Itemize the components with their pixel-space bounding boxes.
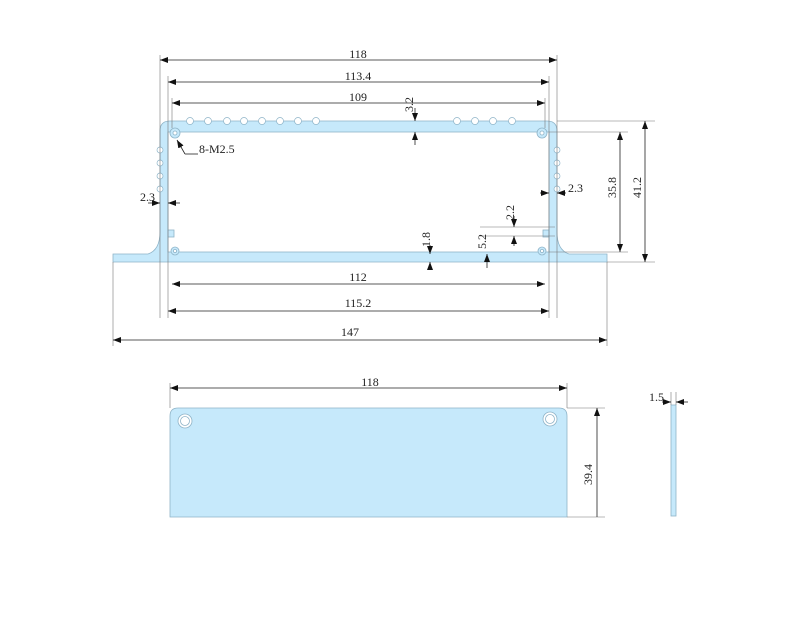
cooling-groove bbox=[489, 117, 497, 125]
dim-inner-height: 35.8 bbox=[605, 177, 619, 198]
dim-bottom-thickness: 1.8 bbox=[419, 232, 433, 247]
dimension-lines bbox=[113, 57, 648, 343]
end-plate: 118 39.4 bbox=[169, 375, 605, 518]
dim-wall-right: 2.3 bbox=[568, 181, 583, 195]
dim-plate-thickness: 1.5 bbox=[649, 390, 664, 404]
dim-plate-height: 39.4 bbox=[581, 464, 595, 485]
cooling-groove bbox=[294, 117, 302, 125]
dim-wall-left: 2.3 bbox=[140, 190, 155, 204]
cooling-groove bbox=[453, 117, 461, 125]
dim-flange-width: 147 bbox=[341, 325, 359, 339]
dim-top-thickness: 3.2 bbox=[402, 97, 416, 112]
dim-bottom-outer-width: 115.2 bbox=[345, 296, 372, 310]
dim-slot-width: 2.2 bbox=[503, 205, 517, 220]
cooling-groove bbox=[312, 117, 320, 125]
thread-note: 8-M2.5 bbox=[199, 142, 235, 156]
cooling-groove bbox=[258, 117, 266, 125]
dim-overall-height: 41.2 bbox=[630, 177, 644, 198]
enclosure-profile bbox=[112, 117, 608, 263]
cooling-groove bbox=[240, 117, 248, 125]
dim-bottom-inner-width: 112 bbox=[349, 270, 367, 284]
cooling-groove bbox=[508, 117, 516, 125]
cooling-groove bbox=[186, 117, 194, 125]
dim-overall-width: 118 bbox=[349, 47, 367, 61]
dim-slot-height: 5.2 bbox=[475, 234, 489, 249]
dim-outer-width: 113.4 bbox=[345, 69, 372, 83]
cooling-groove bbox=[276, 117, 284, 125]
cooling-groove bbox=[223, 117, 231, 125]
extension-lines bbox=[112, 55, 655, 346]
dim-inner-top-width: 109 bbox=[349, 90, 367, 104]
cooling-groove bbox=[471, 117, 479, 125]
cooling-groove bbox=[204, 117, 212, 125]
dim-plate-width: 118 bbox=[361, 375, 379, 389]
profile-dimension-labels: 118 113.4 109 3.2 8-M2.5 2.3 2.3 35.8 41… bbox=[140, 47, 644, 339]
end-plate-side-view: 1.5 bbox=[649, 390, 688, 517]
